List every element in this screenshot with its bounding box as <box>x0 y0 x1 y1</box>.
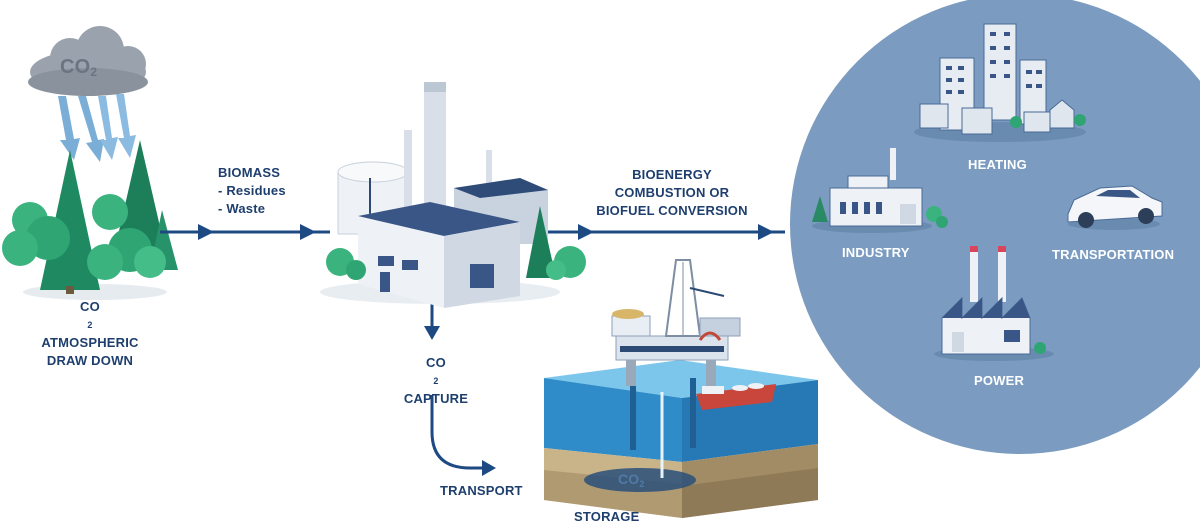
biomass-label: BIOMASS - Residues - Waste <box>218 164 286 218</box>
storage-co2-sub: 2 <box>639 479 645 489</box>
industry-label: INDUSTRY <box>842 245 910 260</box>
atmospheric-line2: DRAW DOWN <box>46 353 134 368</box>
capture-text: CAPTURE <box>403 391 469 406</box>
biomass-item-residues: - Residues <box>218 183 286 198</box>
capture-co2-sub: 2 <box>433 376 439 386</box>
capture-co2: CO <box>426 355 446 370</box>
biomass-item-waste: - Waste <box>218 201 266 216</box>
atmospheric-co2-sub: 2 <box>87 320 93 330</box>
downward-co2-arrows <box>58 94 136 162</box>
cloud-co2-subscript: 2 <box>90 65 98 79</box>
arrowheads <box>198 224 774 476</box>
biomass-title: BIOMASS <box>218 165 281 180</box>
atmospheric-co2: CO <box>80 299 100 314</box>
end-use-circle <box>790 0 1200 454</box>
atmospheric-line1: ATMOSPHERIC <box>41 335 139 350</box>
atmospheric-draw-down-label: CO 2 ATMOSPHERIC DRAW DOWN <box>41 298 138 370</box>
ocean-storage <box>544 360 818 518</box>
co2-capture-label: CO 2 CAPTURE <box>404 354 468 408</box>
co2-cloud <box>28 26 148 96</box>
power-plant <box>934 246 1054 361</box>
power-label: POWER <box>974 373 1025 388</box>
storage-co2-label: CO2 <box>618 470 645 493</box>
heating-label: HEATING <box>968 157 1027 172</box>
bioenergy-line2: COMBUSTION OR <box>614 185 730 200</box>
cloud-co2-label: CO2 <box>60 56 98 81</box>
bioenergy-label: BIOENERGY COMBUSTION OR BIOFUEL CONVERSI… <box>596 166 747 220</box>
tanker-ship <box>696 383 776 410</box>
bioenergy-plant <box>320 82 586 308</box>
offshore-platform <box>611 259 741 386</box>
bioenergy-line1: BIOENERGY <box>632 167 712 182</box>
transport-label: TRANSPORT <box>440 483 523 498</box>
storage-label: STORAGE <box>574 509 640 524</box>
cloud-co2-text: CO <box>60 56 91 78</box>
bioenergy-line3: BIOFUEL CONVERSION <box>596 203 748 218</box>
storage-co2: CO <box>618 471 640 487</box>
industry-building <box>812 148 948 233</box>
forest <box>2 140 178 300</box>
transportation-label: TRANSPORTATION <box>1052 247 1175 262</box>
electric-car <box>1067 185 1163 230</box>
city-buildings <box>914 23 1086 142</box>
